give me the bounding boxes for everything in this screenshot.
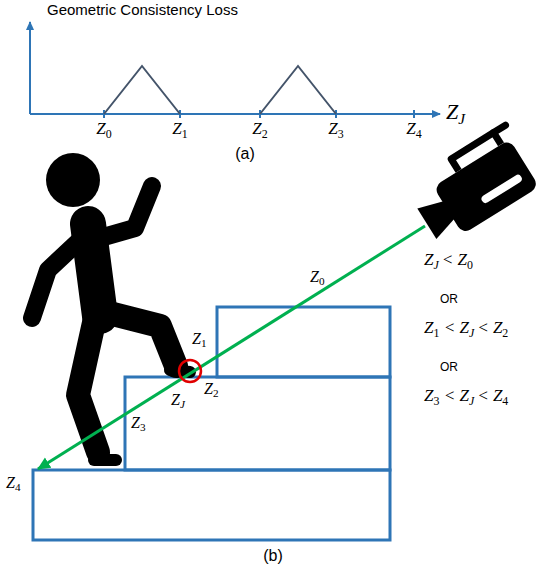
label-glyph: < bbox=[477, 386, 488, 405]
tick-label: Z3 bbox=[328, 119, 343, 141]
label-glyph: < bbox=[477, 318, 488, 337]
condition-text: Z1 < ZJ < Z2 bbox=[424, 318, 508, 340]
stairs bbox=[33, 307, 390, 540]
depth-label: Z0 bbox=[310, 268, 325, 288]
label-glyph: J bbox=[433, 258, 438, 272]
label-glyph: J bbox=[469, 326, 474, 340]
label-glyph bbox=[439, 318, 443, 337]
panel-label: (a) bbox=[235, 145, 255, 163]
y-axis bbox=[29, 22, 31, 114]
label-glyph bbox=[453, 250, 457, 269]
label-glyph: Z bbox=[131, 414, 140, 431]
label-glyph: 3 bbox=[433, 394, 439, 408]
label-glyph: 2 bbox=[502, 326, 508, 340]
label-glyph: 0 bbox=[467, 258, 473, 272]
contact-marker bbox=[179, 360, 201, 382]
label-glyph bbox=[474, 394, 477, 408]
label-glyph: 1 bbox=[182, 127, 188, 141]
label-glyph: Z bbox=[424, 386, 433, 405]
label-glyph bbox=[455, 318, 459, 337]
condition-text: Z3 < ZJ < Z4 bbox=[424, 386, 508, 408]
person-figure bbox=[32, 153, 190, 460]
label-glyph: Z bbox=[424, 250, 433, 269]
label-glyph: 2 bbox=[262, 127, 268, 141]
label-glyph: 1 bbox=[433, 326, 439, 340]
label-glyph bbox=[439, 386, 443, 405]
loss-triangle bbox=[104, 66, 180, 114]
panel-label: (b) bbox=[263, 547, 283, 565]
label-glyph: Z bbox=[424, 318, 433, 337]
condition-or: OR bbox=[440, 293, 458, 307]
label-glyph bbox=[489, 318, 493, 337]
label-glyph bbox=[439, 258, 442, 272]
label-glyph: Z bbox=[96, 119, 105, 138]
label-glyph: Z bbox=[192, 330, 201, 347]
label-glyph: 4 bbox=[15, 481, 21, 493]
condition-text: ZJ < Z0 bbox=[424, 250, 473, 272]
tick-label: Z0 bbox=[96, 119, 111, 141]
loss-triangle bbox=[260, 66, 336, 114]
label-glyph bbox=[455, 386, 459, 405]
label-glyph: J bbox=[180, 398, 185, 410]
label-glyph: < bbox=[444, 386, 455, 405]
label-glyph: Z bbox=[457, 250, 466, 269]
stair-block bbox=[33, 470, 390, 540]
label-glyph: Z bbox=[252, 119, 261, 138]
label-glyph: Z bbox=[6, 474, 15, 491]
camera-icon bbox=[405, 125, 543, 247]
label-glyph: Z bbox=[493, 318, 502, 337]
tick-label: Z1 bbox=[172, 119, 187, 141]
axis-ticks bbox=[104, 110, 414, 118]
camera-ray bbox=[38, 226, 425, 469]
label-glyph: 2 bbox=[213, 387, 219, 399]
depth-label: Z4 bbox=[6, 474, 21, 494]
condition-or: OR bbox=[440, 361, 458, 375]
label-glyph: < bbox=[444, 318, 455, 337]
x-axis bbox=[30, 113, 440, 115]
label-glyph: 1 bbox=[201, 337, 207, 349]
label-glyph: Z bbox=[446, 99, 458, 124]
label-glyph: Z bbox=[459, 318, 468, 337]
label-glyph: J bbox=[458, 110, 465, 127]
depth-label: Z3 bbox=[131, 414, 146, 434]
label-glyph: 3 bbox=[140, 421, 146, 433]
label-glyph: Z bbox=[328, 119, 337, 138]
label-glyph: Z bbox=[493, 386, 502, 405]
label-glyph bbox=[489, 386, 493, 405]
label-glyph: Z bbox=[172, 119, 181, 138]
label-glyph: Z bbox=[204, 380, 213, 397]
depth-label: Z2 bbox=[204, 380, 219, 400]
label-glyph: 0 bbox=[319, 275, 325, 287]
loss-plot bbox=[30, 22, 440, 118]
label-glyph: Z bbox=[171, 391, 180, 408]
axis-label: ZJ bbox=[446, 99, 465, 127]
label-glyph: < bbox=[442, 250, 453, 269]
depth-label: Z1 bbox=[192, 330, 207, 350]
joint-depth-label: ZJ bbox=[171, 391, 185, 411]
label-glyph: 4 bbox=[502, 394, 508, 408]
label-glyph: Z bbox=[310, 268, 319, 285]
tick-label: Z4 bbox=[406, 119, 421, 141]
label-glyph: Z bbox=[406, 119, 415, 138]
tick-label: Z2 bbox=[252, 119, 267, 141]
chart-title: Geometric Consistency Loss bbox=[47, 1, 238, 18]
label-glyph bbox=[474, 326, 477, 340]
label-glyph: 4 bbox=[416, 127, 422, 141]
label-glyph: J bbox=[469, 394, 474, 408]
label-glyph: 0 bbox=[106, 127, 112, 141]
label-glyph: Z bbox=[459, 386, 468, 405]
label-glyph: 3 bbox=[338, 127, 344, 141]
